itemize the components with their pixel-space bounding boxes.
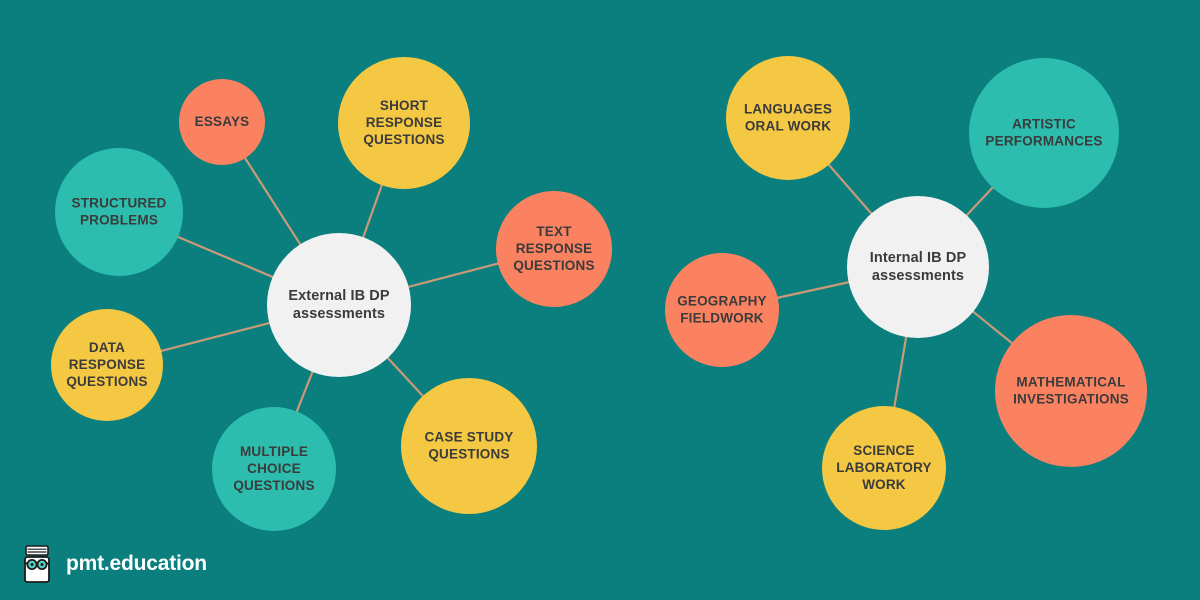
leaf-node-essays-label: ESSAYS — [195, 114, 250, 129]
leaf-node-structured-problems-circle[interactable] — [55, 148, 183, 276]
connector-external-multiple-choice-questions — [295, 370, 314, 413]
leaf-node-geography-fieldwork-circle[interactable] — [665, 253, 779, 367]
leaf-node-essays-circle[interactable] — [179, 79, 265, 165]
connector-external-short-response-questions — [361, 183, 384, 239]
connector-internal-science-laboratory-work — [893, 335, 908, 409]
connector-internal-geography-fieldwork — [776, 280, 850, 300]
footer-branding: pmt.education — [20, 544, 207, 584]
connector-external-structured-problems — [176, 235, 275, 279]
connector-internal-mathematical-investigations — [971, 310, 1014, 345]
leaf-node-essays[interactable]: ESSAYS — [179, 79, 265, 165]
leaf-node-text-response-questions-circle[interactable] — [496, 191, 612, 307]
connector-external-data-response-questions — [159, 321, 271, 353]
leaf-node-data-response-questions-circle[interactable] — [51, 309, 163, 421]
leaf-node-languages-oral-work-circle[interactable] — [726, 56, 850, 180]
connector-external-case-study-questions — [386, 356, 425, 398]
pmt-mascot-icon — [20, 544, 54, 584]
connectors-layer — [159, 156, 1014, 413]
connector-external-essays — [243, 156, 302, 246]
connector-internal-languages-oral-work — [827, 163, 873, 215]
leaf-node-short-response-questions-circle[interactable] — [338, 57, 470, 189]
leaf-node-case-study-questions-circle[interactable] — [401, 378, 537, 514]
pmt-mascot-icon-svg — [24, 545, 50, 583]
leaf-node-artistic-performances-circle[interactable] — [969, 58, 1119, 208]
leaf-node-multiple-choice-questions-circle[interactable] — [212, 407, 336, 531]
leaf-node-mathematical-investigations-circle[interactable] — [995, 315, 1147, 467]
brand-name: pmt.education — [66, 552, 207, 575]
connector-internal-artistic-performances — [965, 186, 995, 217]
hub-node-external-circle[interactable] — [267, 233, 411, 377]
connector-external-text-response-questions — [407, 262, 500, 289]
hub-node-internal-circle[interactable] — [847, 196, 989, 338]
leaf-node-science-laboratory-work-circle[interactable] — [822, 406, 946, 530]
